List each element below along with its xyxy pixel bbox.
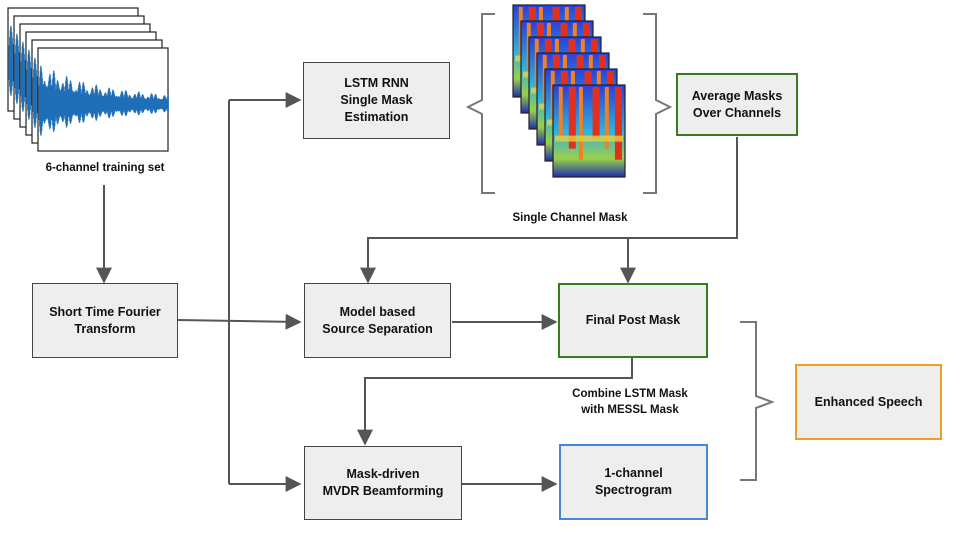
combine-label: Combine LSTM Mask with MESSL Mask bbox=[572, 388, 688, 416]
connectors bbox=[96, 92, 738, 492]
stft-box[interactable]: Short Time Fourier Transform bbox=[32, 283, 178, 358]
mask-frame bbox=[552, 84, 626, 178]
spectrogram-box[interactable]: 1-channel Spectrogram bbox=[559, 444, 708, 520]
mvdr-beamforming-box[interactable]: Mask-driven MVDR Beamforming bbox=[304, 446, 462, 520]
arrow-stft-to-separation bbox=[177, 313, 302, 330]
final-mask-box-label: Final Post Mask bbox=[585, 313, 681, 327]
enhanced-speech-box[interactable]: Enhanced Speech bbox=[795, 364, 942, 440]
average-box-label: Average Masks Over Channels bbox=[691, 88, 783, 120]
arrow-final-to-mvdr bbox=[357, 358, 633, 446]
source-separation-box[interactable]: Model based Source Separation bbox=[304, 283, 451, 358]
mask-stack bbox=[512, 4, 626, 178]
waveform-stack bbox=[7, 7, 169, 152]
single-channel-mask-label: Single Channel Mask bbox=[512, 212, 628, 224]
lstm-mask-estimation-box[interactable]: LSTM RNN Single Mask Estimation bbox=[303, 62, 450, 139]
lstm-box-label: LSTM RNN Single Mask Estimation bbox=[340, 76, 413, 124]
output-brace bbox=[740, 321, 775, 481]
enhanced-box-label: Enhanced Speech bbox=[814, 394, 923, 409]
arrow-average-to-separation bbox=[360, 137, 738, 284]
stft-box-label: Short Time Fourier Transform bbox=[49, 304, 161, 336]
separation-box-label: Model based Source Separation bbox=[322, 304, 433, 336]
right-brace bbox=[643, 13, 673, 194]
spectrogram-box-label: 1-channel Spectrogram bbox=[594, 466, 673, 497]
final-post-mask-box[interactable]: Final Post Mask bbox=[558, 283, 708, 358]
waveform-frame bbox=[37, 47, 169, 152]
mvdr-box-label: Mask-driven MVDR Beamforming bbox=[322, 467, 444, 498]
average-masks-box[interactable]: Average Masks Over Channels bbox=[676, 73, 798, 136]
training-set-label: 6-channel training set bbox=[45, 162, 165, 174]
left-brace bbox=[465, 13, 495, 194]
